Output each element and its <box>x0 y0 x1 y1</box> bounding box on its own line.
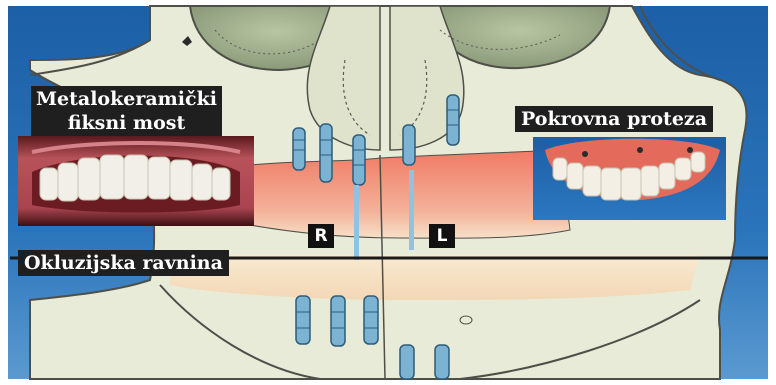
left-post <box>409 170 414 250</box>
left-side-marker: L <box>429 224 455 248</box>
fixed-bridge-label-line2: fiksni most <box>36 111 217 135</box>
lower-gum <box>170 255 700 300</box>
overdenture-label: Pokrovna proteza <box>515 106 713 132</box>
occlusal-plane-label: Okluzijska ravnina <box>18 250 229 276</box>
fixed-bridge-label: Metalokeramički fiksni most <box>31 86 222 136</box>
right-side-marker: R <box>308 224 334 248</box>
fixed-bridge-label-line1: Metalokeramički <box>36 87 217 111</box>
fixed-bridge-dental-photo <box>18 136 254 226</box>
overdenture-dental-photo <box>533 137 726 220</box>
right-post <box>354 185 359 260</box>
